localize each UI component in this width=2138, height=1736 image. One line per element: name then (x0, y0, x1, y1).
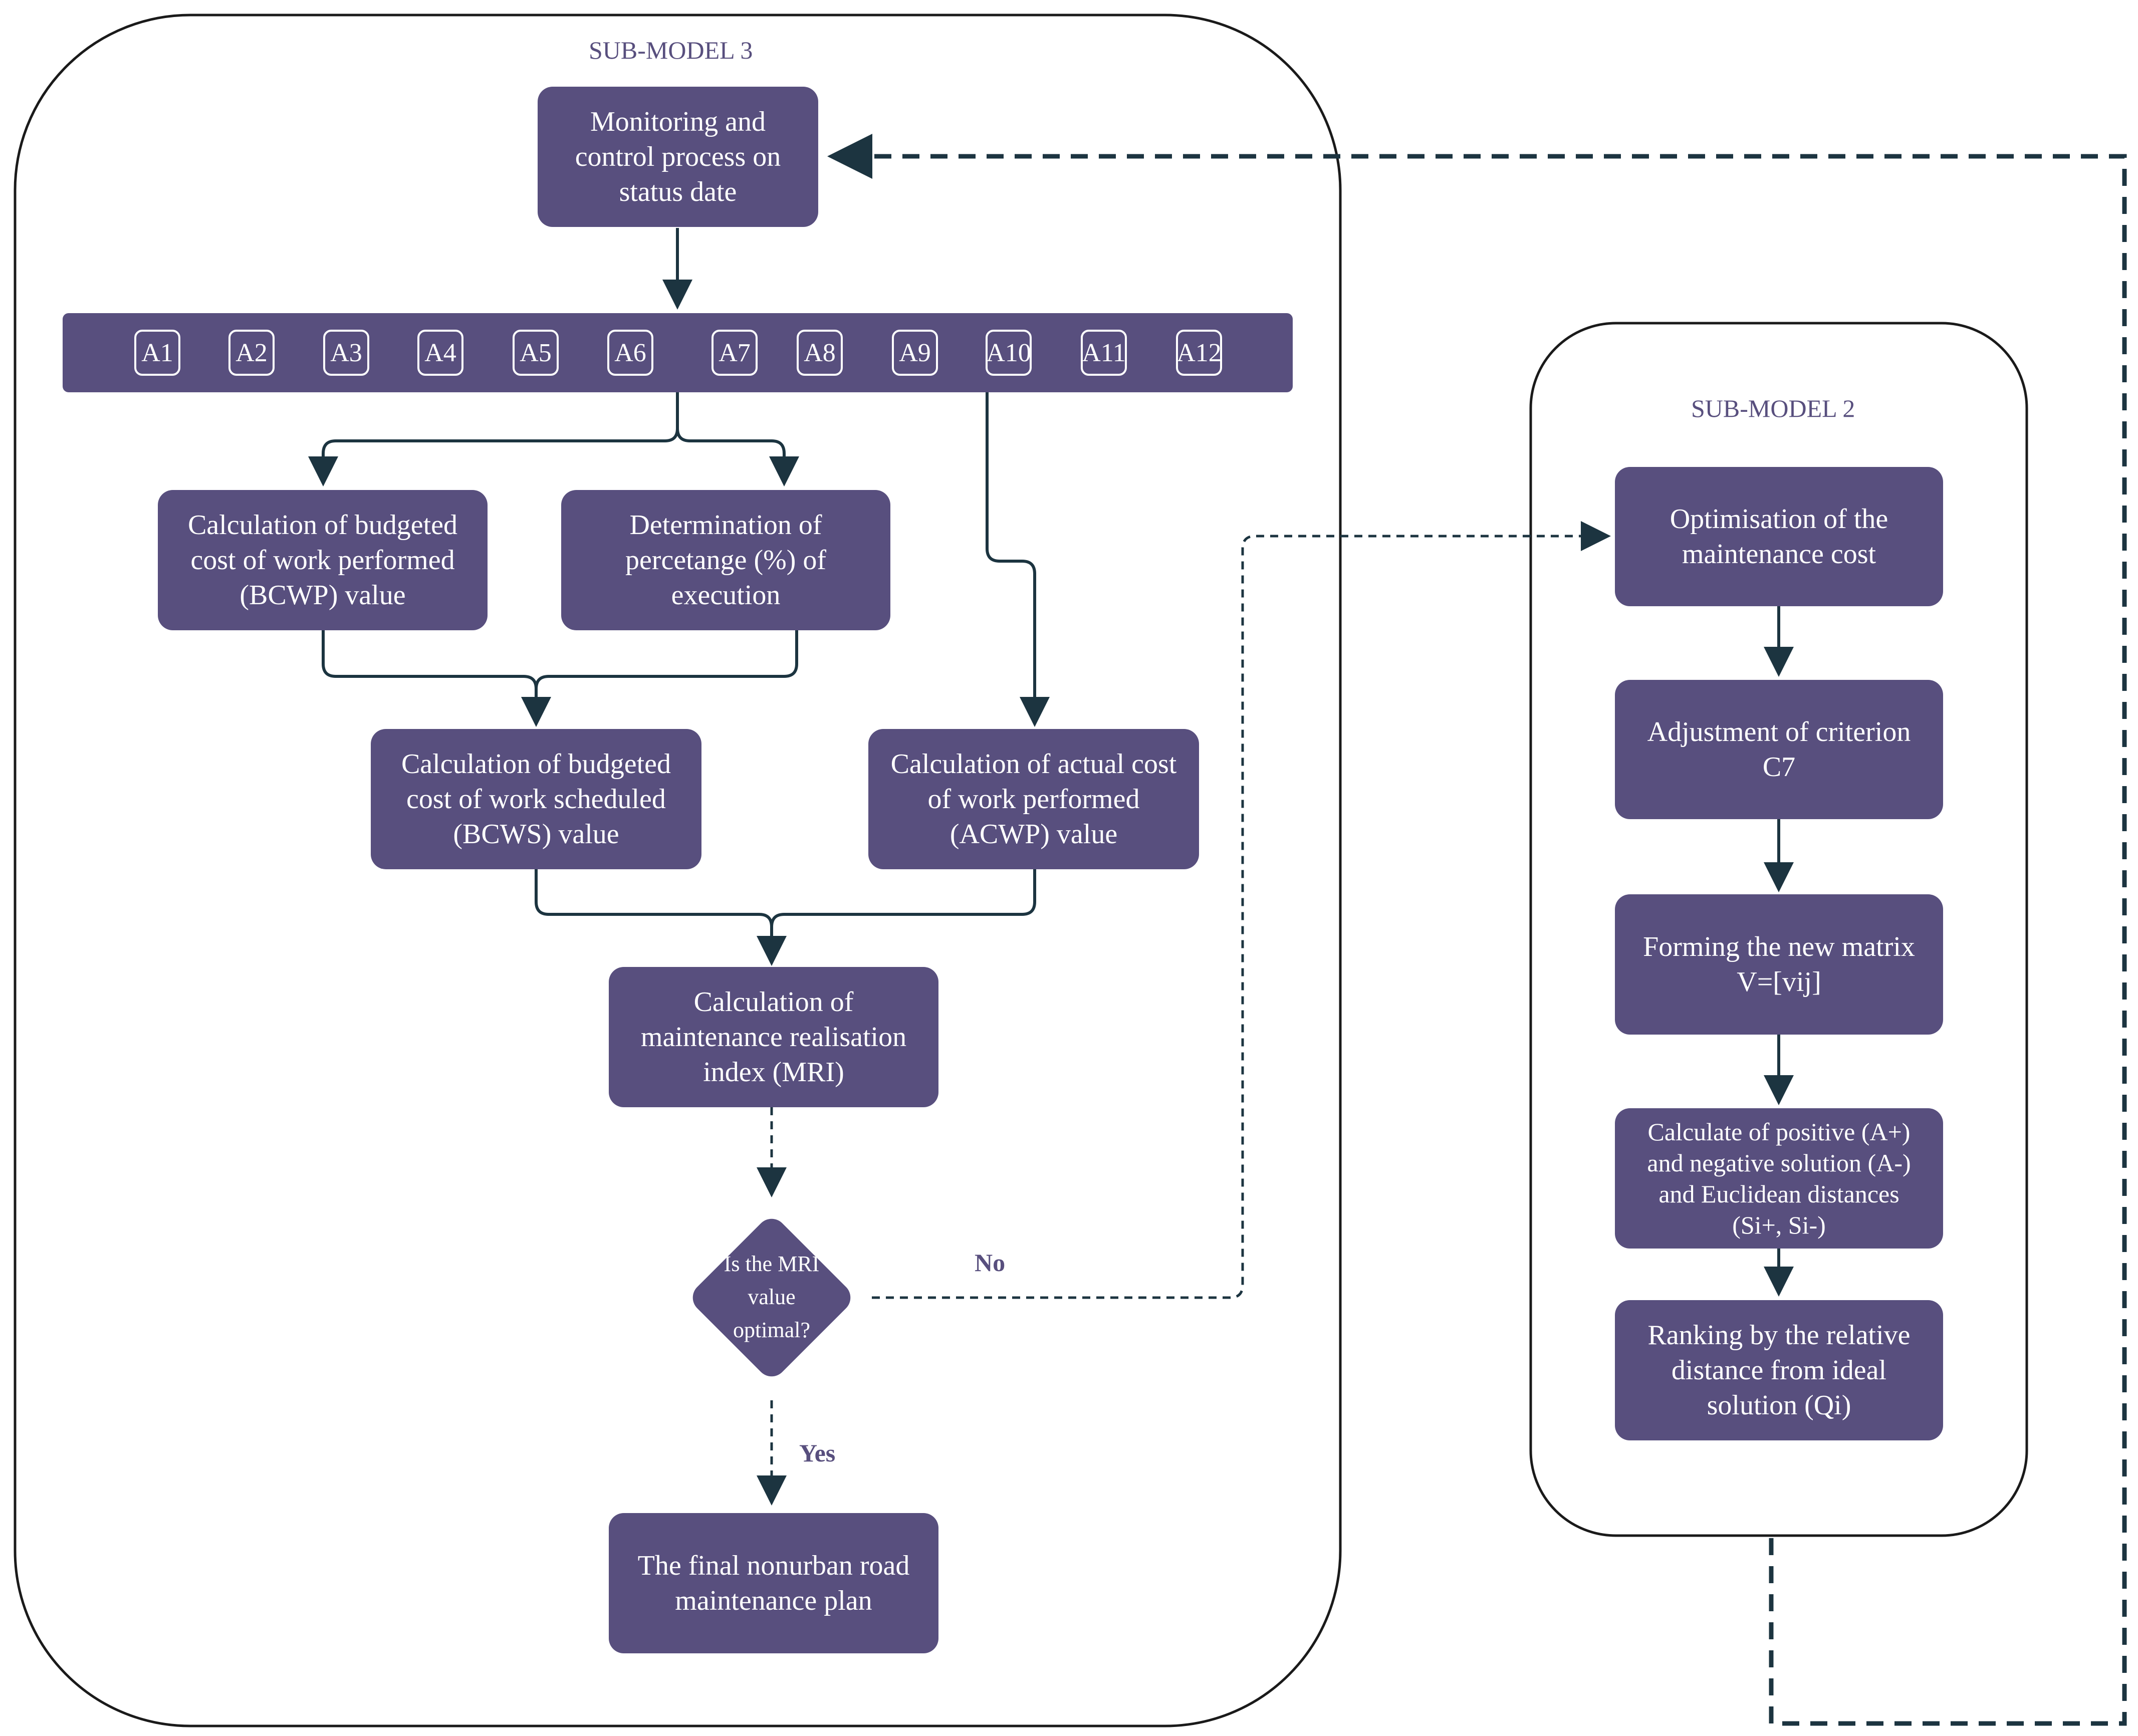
no-label: No (975, 1249, 1006, 1277)
activity-chip-a1[interactable]: A1 (134, 330, 180, 376)
submodel-2-container (1529, 322, 2028, 1537)
activity-chip-a10[interactable]: A10 (986, 330, 1032, 376)
submodel-2-title: SUB-MODEL 2 (1691, 394, 1855, 422)
bcws-box[interactable]: Calculation of budgeted cost of work sch… (371, 729, 701, 869)
submodel-3-container (14, 14, 1342, 1727)
activity-chip-a6[interactable]: A6 (607, 330, 653, 376)
new-matrix-label: Forming the new matrix V=[vij] (1643, 931, 1915, 998)
mri-calculation-box[interactable]: Calculation of maintenance realisation i… (609, 967, 938, 1107)
percentage-execution-box[interactable]: Determination of percetange (%) of execu… (561, 490, 890, 630)
decision-diamond (692, 1218, 851, 1377)
decision-label: Is the MRI value optimal? (724, 1252, 820, 1342)
bcwp-box[interactable]: Calculation of budgeted cost of work per… (158, 490, 488, 630)
activity-chip-a9[interactable]: A9 (892, 330, 938, 376)
activity-chip-a8[interactable]: A8 (797, 330, 843, 376)
optimisation-box[interactable]: Optimisation of the maintenance cost (1615, 467, 1943, 606)
ranking-box[interactable]: Ranking by the relative distance from id… (1615, 1300, 1943, 1440)
adjustment-criterion-box[interactable]: Adjustment of criterion C7 (1615, 680, 1943, 819)
yes-label: Yes (799, 1439, 836, 1467)
activity-chip-a7[interactable]: A7 (711, 330, 758, 376)
connectors-solid (308, 228, 1794, 1297)
final-plan-box[interactable]: The final nonurban road maintenance plan (609, 1513, 938, 1653)
activities-bar (63, 313, 1293, 392)
submodel-3-title: SUB-MODEL 3 (589, 36, 753, 64)
activity-chip-a2[interactable]: A2 (228, 330, 275, 376)
new-matrix-box[interactable]: Forming the new matrix V=[vij] (1615, 894, 1943, 1035)
activity-chip-a12[interactable]: A12 (1176, 330, 1222, 376)
activity-chip-a4[interactable]: A4 (417, 330, 463, 376)
activity-chip-a3[interactable]: A3 (323, 330, 369, 376)
activity-chip-a5[interactable]: A5 (513, 330, 559, 376)
solutions-distances-box[interactable]: Calculate of positive (A+) and negative … (1615, 1108, 1943, 1249)
monitoring-control-box[interactable]: Monitoring and control process on status… (538, 87, 818, 227)
activity-chip-a11[interactable]: A11 (1081, 330, 1127, 376)
connectors-dashed (757, 134, 2127, 1726)
acwp-box[interactable]: Calculation of actual cost of work perfo… (868, 729, 1199, 869)
